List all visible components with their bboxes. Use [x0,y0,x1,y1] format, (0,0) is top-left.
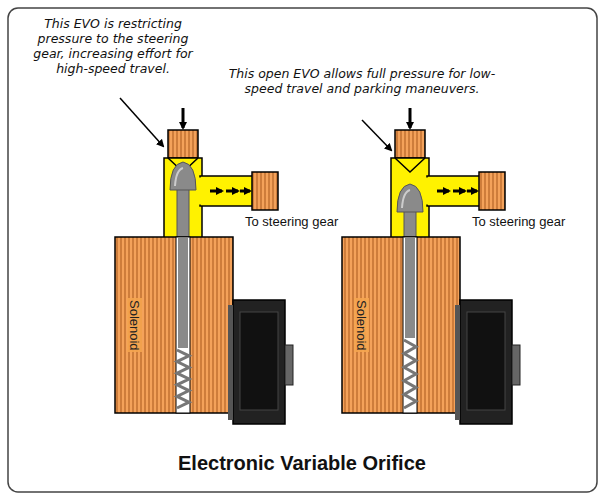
evo-open [342,108,520,424]
leader-line [362,120,391,150]
solenoid-body: Solenoid [342,237,403,413]
diagram-title: Electronic Variable Orifice [178,452,426,475]
leader-line [120,98,163,146]
callout-note: This open EVO allows full pressure for l… [222,66,502,96]
frame [8,8,597,492]
solenoid-body: Solenoid [115,237,176,413]
return-spring [404,340,416,408]
solenoid-label: Solenoid [354,298,369,353]
callout-note: This EVO is restricting pressure to the … [28,16,198,76]
pipe-label: To steering gear [245,214,338,229]
return-spring [177,350,189,408]
pipe-label: To steering gear [472,214,565,229]
solenoid-label: Solenoid [127,298,142,353]
evo-closed [115,108,293,424]
